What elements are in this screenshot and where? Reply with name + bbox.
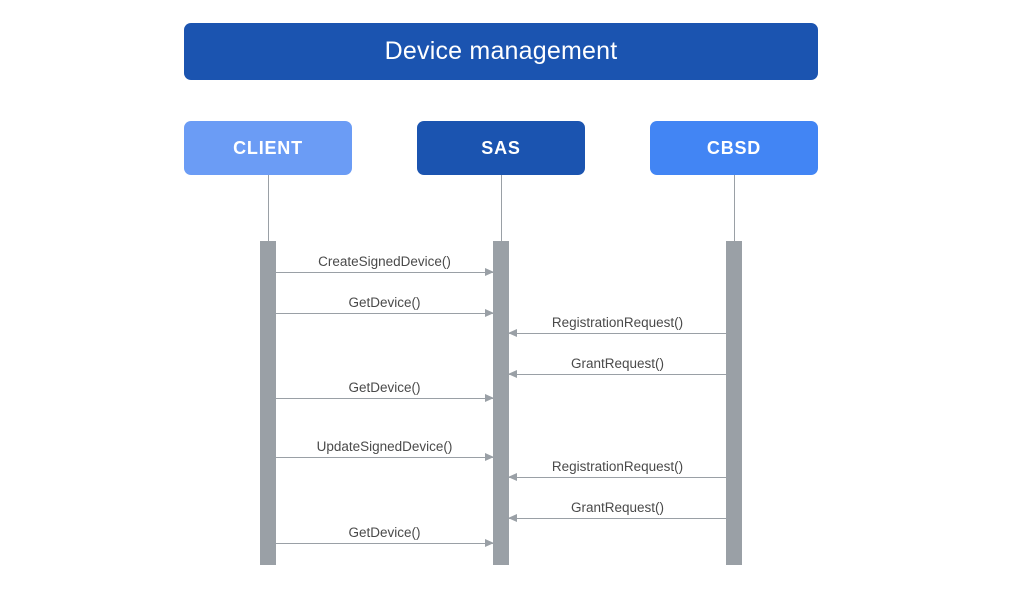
message-arrow: GrantRequest() [508,356,726,378]
message-arrow: RegistrationRequest() [508,315,726,337]
arrow-head-right-icon [485,268,494,276]
message-line [276,457,493,458]
lifeline-cbsd [734,175,735,242]
lifeline-sas [501,175,502,242]
message-arrow: UpdateSignedDevice() [276,439,494,461]
participant-cbsd[interactable]: CBSD [650,121,818,175]
message-arrow: GrantRequest() [508,500,726,522]
participant-label: CLIENT [233,138,303,158]
message-label: UpdateSignedDevice() [316,438,453,454]
page-title: Device management [384,37,618,65]
message-label: CreateSignedDevice() [318,253,451,269]
message-arrow: CreateSignedDevice() [276,254,494,276]
message-label: GetDevice() [348,379,421,395]
message-label: GrantRequest() [570,355,665,371]
message-arrow: GetDevice() [276,295,494,317]
message-arrow: RegistrationRequest() [508,459,726,481]
message-line [509,333,726,334]
message-label: GrantRequest() [570,499,665,515]
participant-sas[interactable]: SAS [417,121,585,175]
message-arrow: GetDevice() [276,525,494,547]
message-line [509,374,726,375]
message-label: GetDevice() [348,294,421,310]
arrow-head-right-icon [485,394,494,402]
arrow-head-left-icon [508,473,517,481]
participant-label: CBSD [706,138,762,158]
message-line [276,398,493,399]
message-arrow: GetDevice() [276,380,494,402]
arrow-head-left-icon [508,514,517,522]
message-label: RegistrationRequest() [551,314,684,330]
arrow-head-right-icon [485,309,494,317]
message-label: GetDevice() [348,524,421,540]
lifeline-client [268,175,269,242]
diagram-title-bar: Device management [184,23,818,80]
message-line [509,518,726,519]
arrow-head-left-icon [508,370,517,378]
arrow-head-right-icon [485,453,494,461]
arrow-head-left-icon [508,329,517,337]
message-line [276,272,493,273]
participant-label: SAS [481,138,521,158]
activation-bar-cbsd [726,241,742,565]
participant-client[interactable]: CLIENT [184,121,352,175]
message-label: RegistrationRequest() [551,458,684,474]
message-line [276,313,493,314]
activation-bar-sas [493,241,509,565]
message-line [509,477,726,478]
activation-bar-client [260,241,276,565]
arrow-head-right-icon [485,539,494,547]
message-line [276,543,493,544]
